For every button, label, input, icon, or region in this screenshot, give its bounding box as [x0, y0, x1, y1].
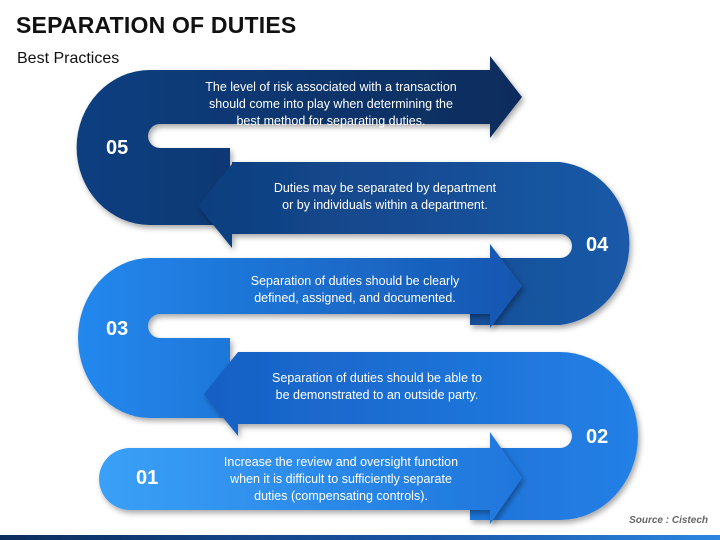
source-note: Source : Cistech [629, 515, 708, 526]
step-02-text: Separation of duties should be able to b… [272, 371, 482, 402]
page-title: SEPARATION OF DUTIES [16, 12, 297, 38]
step-03-text: Separation of duties should be clearly d… [250, 274, 460, 305]
step-02-number: 02 [586, 426, 609, 448]
step-01-band [99, 432, 522, 524]
bottom-accent-bar [0, 535, 720, 540]
step-01-number: 01 [136, 467, 159, 489]
step-02-band [204, 352, 638, 520]
step-04-number: 04 [586, 234, 609, 256]
step-04-text: Duties may be separated by department or… [273, 181, 497, 212]
step-05-number: 05 [106, 137, 129, 159]
step-04-band [198, 162, 630, 325]
step-03-number: 03 [106, 318, 129, 340]
step-01-text: Increase the review and oversight functi… [223, 455, 459, 503]
step-05-band [76, 56, 522, 225]
page-subtitle: Best Practices [17, 50, 120, 67]
step-03-band [78, 244, 522, 418]
step-05-text: The level of risk associated with a tran… [205, 80, 457, 128]
